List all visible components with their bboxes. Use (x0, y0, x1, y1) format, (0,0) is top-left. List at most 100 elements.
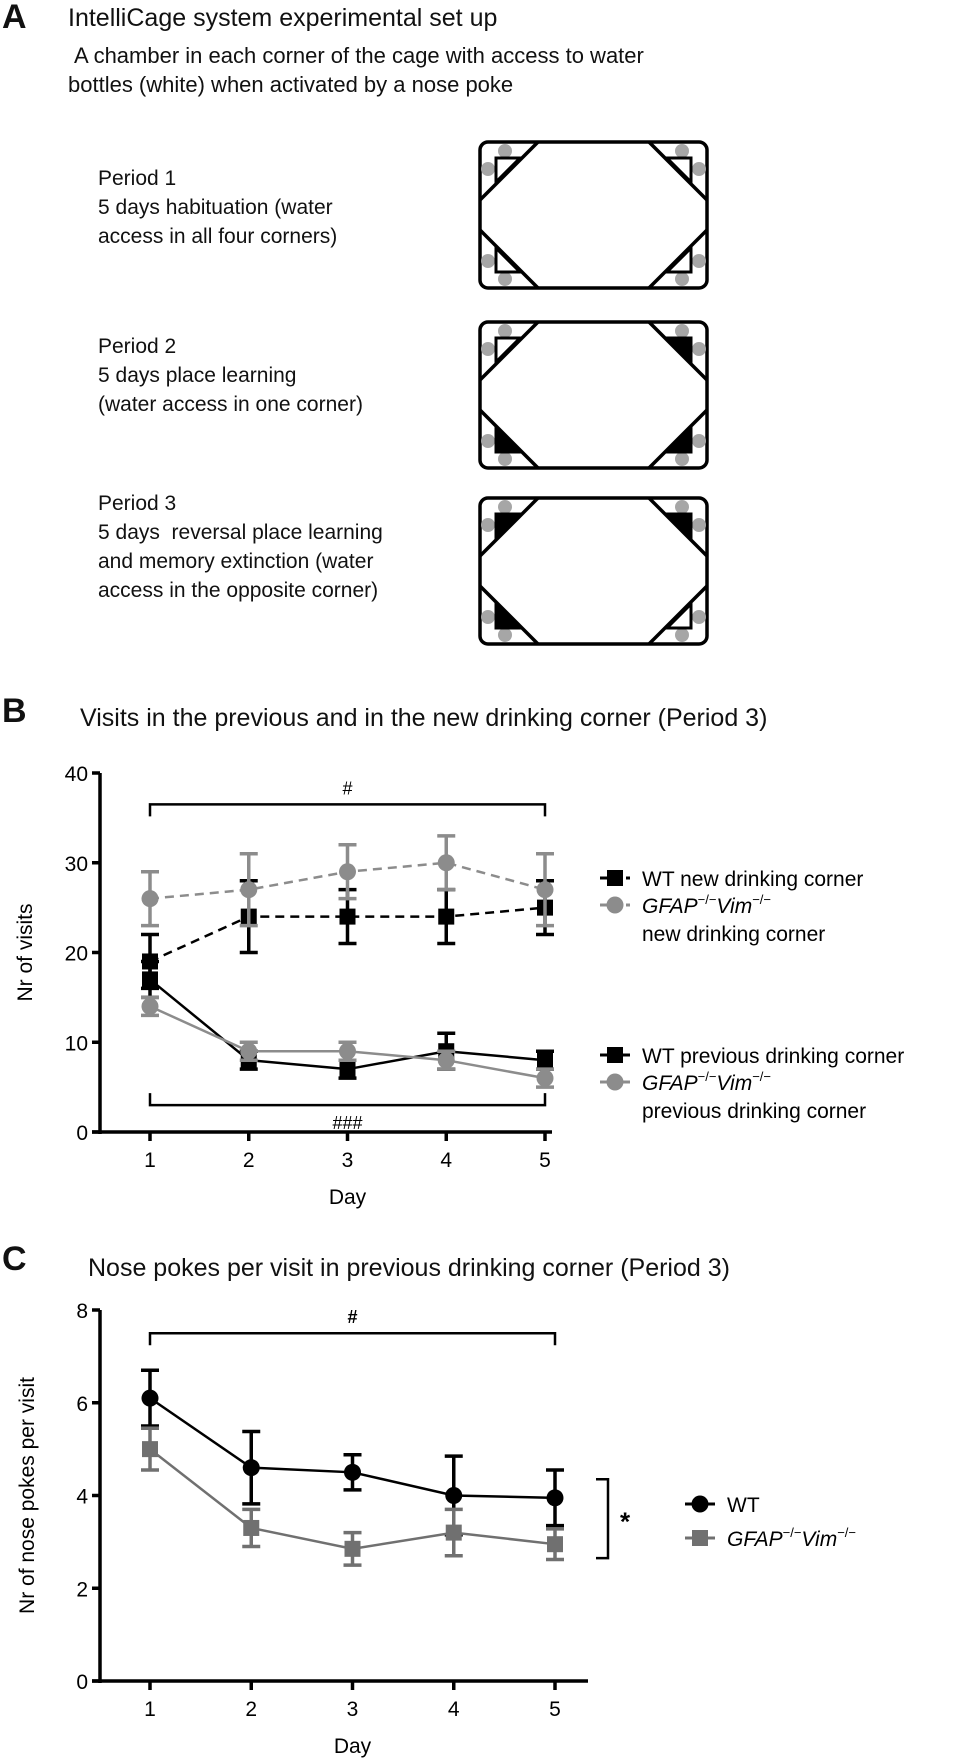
square-marker-icon (142, 1441, 158, 1458)
square-marker-icon (445, 1524, 462, 1541)
significance-marker: # (347, 1307, 357, 1327)
circle-marker-icon (606, 896, 624, 914)
period-2-heading: Period 2 (98, 335, 177, 358)
water-bottle-icon (675, 324, 689, 338)
circle-marker-icon (546, 1489, 564, 1507)
x-tick-label: 3 (347, 1698, 359, 1721)
significance-marker: ### (332, 1113, 362, 1133)
square-marker-icon (607, 870, 623, 886)
circle-marker-icon (141, 1389, 159, 1407)
panel-c-title: Nose pokes per visit in previous drinkin… (88, 1254, 730, 1282)
period-2-line2: (water access in one corner) (98, 393, 363, 416)
water-bottle-icon (675, 452, 689, 466)
circle-marker-icon (339, 863, 356, 881)
circle-marker-icon (691, 1495, 709, 1513)
closed-door-icon (663, 336, 693, 366)
legend-label: WT new drinking corner (642, 868, 863, 891)
x-tick-label: 3 (342, 1149, 354, 1172)
cage-outline (478, 496, 709, 646)
period-1-heading: Period 1 (98, 167, 177, 190)
period-1-line1: 5 days habituation (water (98, 196, 333, 219)
closed-door-icon (494, 600, 524, 630)
square-marker-icon (344, 1540, 361, 1557)
cage-diagrams (478, 140, 709, 646)
panel-c-letter: C (2, 1240, 27, 1278)
circle-marker-icon (437, 854, 455, 872)
y-tick-label: 20 (65, 943, 88, 966)
water-bottle-icon (675, 500, 689, 514)
water-bottle-icon (498, 628, 512, 642)
cage-outline (478, 320, 709, 470)
legend-item: WT (685, 1494, 760, 1517)
legend-item: GFAP−/−Vim−/−previous drinking corner (600, 1069, 866, 1123)
x-axis-label: Day (334, 1735, 372, 1758)
y-tick-label: 8 (76, 1300, 88, 1323)
water-bottle-icon (675, 144, 689, 158)
series-gfap-vim-new-drinking-corner (141, 834, 554, 928)
square-marker-icon (142, 971, 158, 988)
open-door-icon (494, 244, 524, 274)
open-door-icon (663, 156, 693, 186)
series-gfap-vim- (141, 1426, 564, 1567)
circle-marker-icon (437, 1051, 455, 1069)
legend-item: WT new drinking corner (600, 868, 863, 891)
panel-b-title: Visits in the previous and in the new dr… (80, 704, 768, 732)
water-bottle-icon (498, 272, 512, 286)
x-axis-label: Day (329, 1186, 367, 1209)
panel-a-title: IntelliCage system experimental set up (68, 4, 498, 32)
circle-marker-icon (606, 1073, 624, 1091)
period-1-line2: access in all four corners) (98, 225, 338, 248)
circle-marker-icon (344, 1463, 361, 1481)
circle-marker-icon (141, 890, 159, 908)
water-bottle-icon (481, 254, 495, 268)
legend-label: WT (727, 1494, 760, 1517)
closed-door-icon (494, 512, 524, 542)
water-bottle-icon (675, 272, 689, 286)
y-tick-label: 0 (76, 1671, 88, 1694)
water-bottle-icon (692, 434, 706, 448)
square-marker-icon (547, 1536, 563, 1553)
water-bottle-icon (675, 628, 689, 642)
cage-outline (478, 140, 709, 290)
significance-marker: * (620, 1507, 631, 1537)
legend-label: WT previous drinking corner (642, 1045, 904, 1068)
period-3-line3: access in the opposite corner) (98, 579, 379, 602)
circle-marker-icon (242, 1459, 260, 1477)
water-bottle-icon (692, 518, 706, 532)
y-tick-label: 30 (65, 853, 88, 876)
period-2-line1: 5 days place learning (98, 364, 297, 387)
closed-door-icon (663, 512, 693, 542)
legend-label: GFAP−/−Vim−/− (727, 1525, 856, 1551)
x-tick-label: 4 (440, 1149, 452, 1172)
closed-door-icon (663, 424, 693, 454)
x-tick-label: 5 (539, 1149, 551, 1172)
circle-marker-icon (339, 1042, 356, 1060)
y-tick-label: 4 (76, 1486, 88, 1509)
panel-b-letter: B (2, 692, 27, 730)
circle-marker-icon (536, 1069, 554, 1087)
x-tick-label: 1 (144, 1149, 156, 1172)
x-tick-label: 1 (144, 1698, 156, 1721)
y-axis-label: Nr of nose pokes per visit (16, 1377, 39, 1614)
legend-label-line2: new drinking corner (642, 923, 825, 946)
open-door-icon (663, 244, 693, 274)
legend-label: GFAP−/−Vim−/− (642, 892, 771, 918)
cage-period-3 (478, 496, 709, 646)
water-bottle-icon (481, 342, 495, 356)
circle-marker-icon (536, 881, 554, 899)
circle-marker-icon (445, 1487, 463, 1504)
legend-item: WT previous drinking corner (600, 1045, 904, 1068)
water-bottle-icon (481, 162, 495, 176)
water-bottle-icon (692, 254, 706, 268)
x-tick-label: 2 (245, 1698, 257, 1721)
x-tick-label: 2 (243, 1149, 255, 1172)
period-3-line2: and memory extinction (water (98, 550, 374, 573)
circle-marker-icon (240, 881, 258, 899)
open-door-icon (494, 156, 524, 186)
significance-bracket (148, 1331, 557, 1346)
square-marker-icon (692, 1530, 708, 1546)
x-tick-label: 4 (448, 1698, 460, 1721)
